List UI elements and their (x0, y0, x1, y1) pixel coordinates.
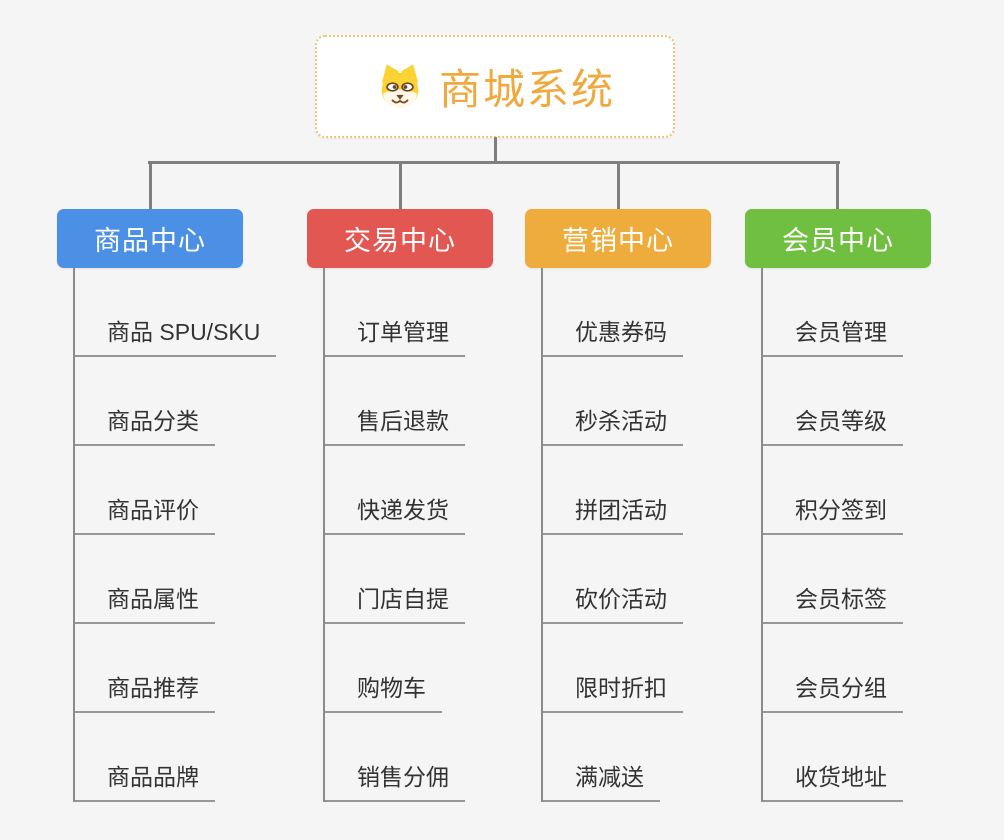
node-label: 快递发货 (325, 491, 465, 535)
node-label: 商品 SPU/SKU (75, 313, 277, 357)
node-label: 会员等级 (763, 402, 903, 446)
branch-header[interactable]: 交易中心 (307, 209, 493, 268)
mindmap-node[interactable]: 秒杀活动 (543, 357, 745, 446)
node-label: 销售分佣 (325, 758, 465, 802)
mindmap-node[interactable]: 快递发货 (325, 446, 527, 535)
branch-header[interactable]: 会员中心 (745, 209, 931, 268)
mindmap-node[interactable]: 满减送 (543, 713, 745, 802)
mindmap-node[interactable]: 商品品牌 (75, 713, 277, 802)
branch-trade-center: 交易中心 订单管理售后退款快递发货门店自提购物车销售分佣 (307, 209, 527, 802)
mindmap-node[interactable]: 商品分类 (75, 357, 277, 446)
dog-face-icon (381, 64, 419, 108)
node-label: 砍价活动 (543, 580, 683, 624)
node-label: 优惠券码 (543, 313, 683, 357)
mindmap-node[interactable]: 砍价活动 (543, 535, 745, 624)
node-label: 购物车 (325, 669, 442, 713)
connector-horizontal (148, 161, 840, 164)
mindmap-node[interactable]: 积分签到 (763, 446, 965, 535)
mindmap-node[interactable]: 销售分佣 (325, 713, 527, 802)
branch-member-center: 会员中心 会员管理会员等级积分签到会员标签会员分组收货地址 (745, 209, 965, 802)
connector-drop (836, 161, 839, 210)
mindmap-node[interactable]: 优惠券码 (543, 268, 745, 357)
connector-drop (399, 161, 402, 210)
branch-items: 订单管理售后退款快递发货门店自提购物车销售分佣 (323, 268, 527, 802)
mindmap-node[interactable]: 会员标签 (763, 535, 965, 624)
node-label: 商品品牌 (75, 758, 215, 802)
node-label: 商品属性 (75, 580, 215, 624)
node-label: 拼团活动 (543, 491, 683, 535)
branch-header[interactable]: 商品中心 (57, 209, 243, 268)
root-title: 商城系统 (438, 66, 615, 113)
connector-root-stub (494, 137, 497, 163)
node-label: 门店自提 (325, 580, 465, 624)
connector-drop (149, 161, 152, 210)
connector-drop (617, 161, 620, 210)
mindmap-node[interactable]: 会员管理 (763, 268, 965, 357)
mindmap-node[interactable]: 购物车 (325, 624, 527, 713)
node-label: 商品分类 (75, 402, 215, 446)
branch-product-center: 商品中心 商品 SPU/SKU 商品分类商品评价商品属性商品推荐商品品牌 (57, 209, 277, 802)
mindmap-node[interactable]: 商品推荐 (75, 624, 277, 713)
mindmap-node[interactable]: 会员等级 (763, 357, 965, 446)
mindmap-node[interactable]: 收货地址 (763, 713, 965, 802)
mindmap-node[interactable]: 拼团活动 (543, 446, 745, 535)
node-label: 订单管理 (325, 313, 465, 357)
branch-header[interactable]: 营销中心 (525, 209, 711, 268)
root-node[interactable]: 商城系统 (315, 35, 675, 138)
mindmap-node[interactable]: 订单管理 (325, 268, 527, 357)
branch-items: 优惠券码秒杀活动拼团活动砍价活动限时折扣满减送 (541, 268, 745, 802)
node-label: 商品评价 (75, 491, 215, 535)
branch-items: 会员管理会员等级积分签到会员标签会员分组收货地址 (761, 268, 965, 802)
mindmap-node[interactable]: 商品属性 (75, 535, 277, 624)
mindmap-node[interactable]: 商品 SPU/SKU (75, 268, 277, 357)
branch-marketing-center: 营销中心 优惠券码秒杀活动拼团活动砍价活动限时折扣满减送 (525, 209, 745, 802)
node-label: 会员管理 (763, 313, 903, 357)
node-label: 会员分组 (763, 669, 903, 713)
mindmap-node[interactable]: 售后退款 (325, 357, 527, 446)
node-label: 限时折扣 (543, 669, 683, 713)
mindmap-node[interactable]: 门店自提 (325, 535, 527, 624)
node-label: 满减送 (543, 758, 660, 802)
node-label: 积分签到 (763, 491, 903, 535)
node-label: 收货地址 (763, 758, 903, 802)
node-label: 秒杀活动 (543, 402, 683, 446)
node-label: 会员标签 (763, 580, 903, 624)
branch-items: 商品 SPU/SKU 商品分类商品评价商品属性商品推荐商品品牌 (73, 268, 277, 802)
node-label: 售后退款 (325, 402, 465, 446)
mindmap-node[interactable]: 商品评价 (75, 446, 277, 535)
node-label: 商品推荐 (75, 669, 215, 713)
mindmap-node[interactable]: 限时折扣 (543, 624, 745, 713)
mindmap-node[interactable]: 会员分组 (763, 624, 965, 713)
